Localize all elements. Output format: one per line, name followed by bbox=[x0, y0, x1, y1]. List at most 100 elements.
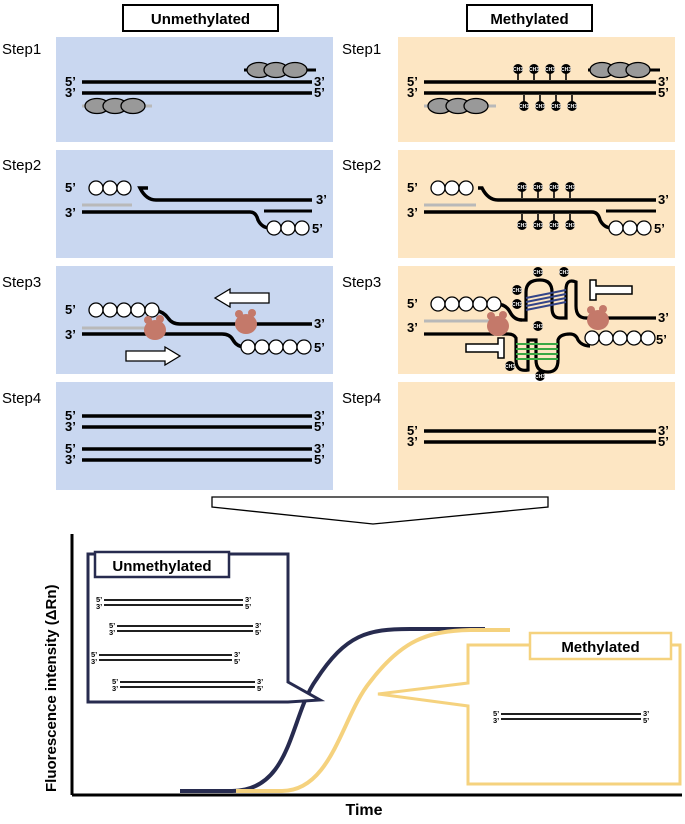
step-label-left-1: Step1 bbox=[2, 41, 41, 58]
strand-end: 3’ bbox=[109, 628, 115, 637]
probe-blocked-blue bbox=[525, 289, 567, 311]
ch3-label: CH3 bbox=[561, 67, 571, 73]
strand-end: 3’ bbox=[314, 441, 325, 456]
left-step3-dna: 5’ 3’ 3’ 5’ bbox=[65, 287, 325, 367]
step-label-left-3: Step3 bbox=[2, 274, 41, 291]
strand-end: 3’ bbox=[112, 684, 118, 693]
strand-end: 5’ bbox=[407, 74, 418, 89]
strand-end: 3’ bbox=[91, 657, 97, 666]
y-axis-label: Fluorescence intensity (ΔRn) bbox=[43, 585, 60, 793]
funnel-shape bbox=[211, 496, 549, 525]
strand-end: 5’ bbox=[658, 434, 669, 449]
strand-end: 3’ bbox=[65, 419, 76, 434]
strand-end: 5’ bbox=[112, 677, 118, 686]
strand-end: 3’ bbox=[65, 452, 76, 467]
step-label-right-4: Step4 bbox=[342, 390, 381, 407]
ch3-label: CH3 bbox=[512, 288, 522, 294]
strand-end: 5’ bbox=[65, 302, 76, 317]
ch3-label: CH3 bbox=[533, 185, 543, 191]
ch3-label: CH3 bbox=[551, 104, 561, 110]
strand-end: 5’ bbox=[65, 441, 76, 456]
left-step2-dna: 5’ 3’ 3’ 5’ bbox=[65, 180, 327, 236]
strand-end: 5’ bbox=[312, 221, 323, 236]
ch3-label: CH3 bbox=[565, 223, 575, 229]
strand-end: 5’ bbox=[234, 657, 240, 666]
x-axis-label: Time bbox=[345, 802, 382, 819]
curve-unmethylated bbox=[180, 627, 485, 793]
strand-end: 3’ bbox=[245, 595, 251, 604]
strand-end: 5’ bbox=[91, 650, 97, 659]
left-step4-dna: 5’ 3’ 5’ 3’ 3’ 5’ 3’ 5’ bbox=[65, 408, 325, 467]
strand-end: 3’ bbox=[407, 434, 418, 449]
strand-end: 5’ bbox=[407, 180, 418, 195]
ch3-label: CH3 bbox=[545, 67, 555, 73]
strand-end: 5’ bbox=[407, 423, 418, 438]
ch3-label: CH3 bbox=[533, 270, 543, 276]
ch3-label: CH3 bbox=[535, 104, 545, 110]
panel-unmethylated-step1 bbox=[56, 37, 333, 142]
strand-end: 5’ bbox=[65, 408, 76, 423]
left-step1-dna: 5’ 3’ 3’ 5’ bbox=[65, 61, 325, 115]
header-unmethylated: Unmethylated bbox=[122, 4, 279, 32]
strand-end: 3’ bbox=[316, 192, 327, 207]
ch3-label: CH3 bbox=[517, 185, 527, 191]
panel-unmethylated-step3 bbox=[56, 266, 333, 374]
ch3-label: CH3 bbox=[513, 67, 523, 73]
callout-methylated-title: Methylated bbox=[561, 639, 639, 656]
right-step1-dna: CH3 CH3 CH3 CH3 CH3 CH3 CH3 CH3 5’ 3’ 3’… bbox=[407, 61, 669, 115]
strand-end: 3’ bbox=[314, 74, 325, 89]
strand-end: 3’ bbox=[314, 408, 325, 423]
step-label-right-1: Step1 bbox=[342, 41, 381, 58]
strand-end: 3’ bbox=[407, 85, 418, 100]
probe-blocked-green bbox=[516, 343, 558, 360]
ch3-label: CH3 bbox=[549, 185, 559, 191]
right-step4-dna: 5’ 3’ 3’ 5’ bbox=[407, 423, 669, 449]
strand-end: 3’ bbox=[96, 602, 102, 611]
strand-end: 5’ bbox=[407, 296, 418, 311]
strand-end: 5’ bbox=[245, 602, 251, 611]
strand-end: 3’ bbox=[65, 205, 76, 220]
ch3-label: CH3 bbox=[567, 104, 577, 110]
strand-end: 5’ bbox=[314, 419, 325, 434]
ch3-label: CH3 bbox=[533, 223, 543, 229]
strand-end: 3’ bbox=[407, 205, 418, 220]
polymerase-icon bbox=[144, 315, 166, 340]
strand-end: 3’ bbox=[658, 423, 669, 438]
ch3-label: CH3 bbox=[533, 324, 543, 330]
strand-end: 5’ bbox=[257, 684, 263, 693]
strand-end: 5’ bbox=[109, 621, 115, 630]
ch3-label: CH3 bbox=[529, 67, 539, 73]
block-arrow-icon bbox=[589, 279, 633, 301]
strand-end: 3’ bbox=[658, 74, 669, 89]
block-arrow-icon bbox=[465, 337, 505, 359]
polymerase-icon bbox=[487, 311, 509, 336]
step-label-left-4: Step4 bbox=[2, 390, 41, 407]
ch3-group: CH3 CH3 CH3 CH3 CH3 CH3 CH3 CH3 bbox=[516, 181, 576, 231]
ch3-group: CH3 CH3 CH3 CH3 CH3 CH3 CH3 CH3 bbox=[512, 63, 578, 112]
ch3-label: CH3 bbox=[535, 374, 545, 380]
polymerase-icon bbox=[587, 305, 609, 330]
ch3-label: CH3 bbox=[517, 223, 527, 229]
ch3-label: CH3 bbox=[549, 223, 559, 229]
strand-end: 5’ bbox=[65, 180, 76, 195]
header-methylated: Methylated bbox=[466, 4, 593, 32]
mini-dna-group: 5’ 3’ 3’ 5’ 5’ 3’ 3’ 5’ 5’ 3’ 3’ 5’ 5’ bbox=[91, 595, 263, 693]
strand-end: 5’ bbox=[314, 85, 325, 100]
strand-end: 5’ bbox=[314, 340, 325, 355]
strand-end: 3’ bbox=[255, 621, 261, 630]
mini-dna-group: 5’ 3’ 3’ 5’ bbox=[493, 709, 649, 725]
ch3-label: CH3 bbox=[559, 270, 569, 276]
strand-end: 5’ bbox=[643, 716, 649, 725]
strand-end: 3’ bbox=[257, 677, 263, 686]
panel-methylated-step1 bbox=[398, 37, 675, 142]
strand-end: 3’ bbox=[493, 716, 499, 725]
strand-end: 3’ bbox=[314, 316, 325, 331]
panel-unmethylated-step4 bbox=[56, 382, 333, 490]
step-label-right-3: Step3 bbox=[342, 274, 381, 291]
ch3-label: CH3 bbox=[512, 302, 522, 308]
strand-end: 5’ bbox=[493, 709, 499, 718]
ch3-label: CH3 bbox=[519, 104, 529, 110]
callout-unmethylated-title: Unmethylated bbox=[112, 558, 211, 575]
strand-end: 5’ bbox=[314, 452, 325, 467]
right-step3-dna: CH3 CH3 CH3 CH3 CH3 CH3 CH3 5’ 3’ 3’ 5’ bbox=[407, 267, 669, 381]
